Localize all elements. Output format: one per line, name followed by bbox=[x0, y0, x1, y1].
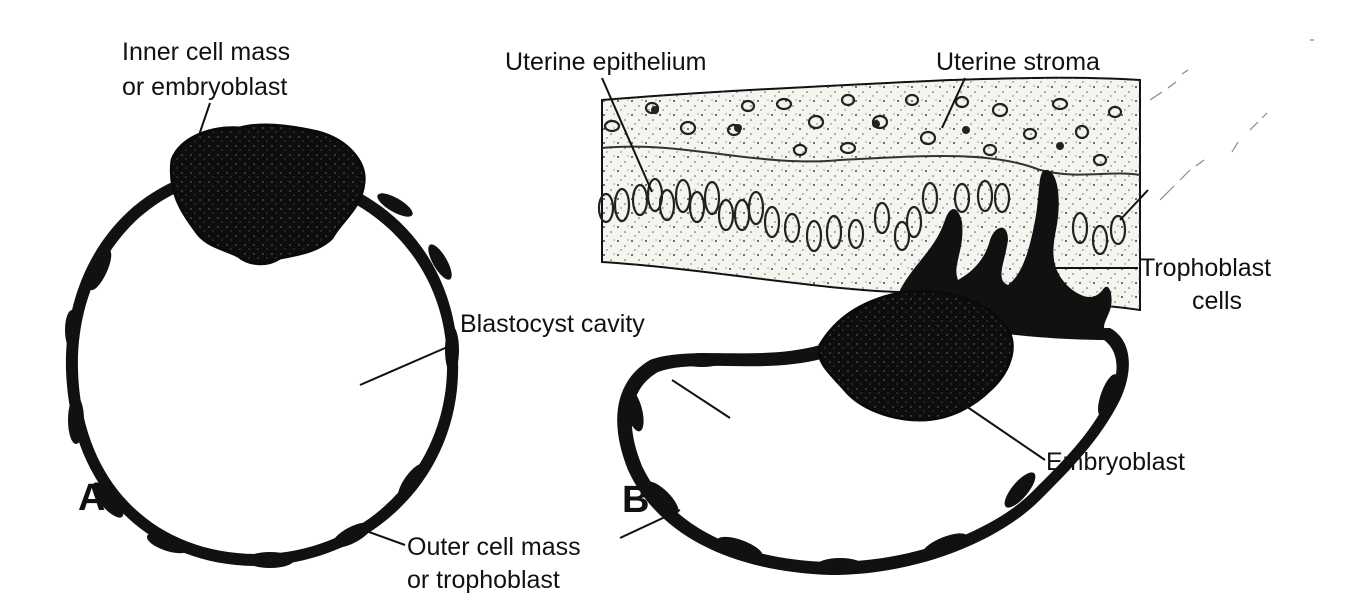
trophoblast-ring-a bbox=[65, 164, 459, 568]
label-outer-cell-mass-1: Outer cell mass bbox=[407, 533, 581, 561]
epithelial-cells bbox=[597, 177, 1127, 256]
leader-inner-cell-mass bbox=[197, 102, 211, 139]
leader-uterine-epithelium bbox=[601, 77, 653, 193]
leader-blastocyst-cavity bbox=[359, 344, 453, 386]
label-outer-cell-mass-2: or trophoblast bbox=[407, 566, 560, 594]
leader-embryoblast bbox=[959, 401, 1046, 461]
label-trophoblast-2: cells bbox=[1192, 287, 1242, 315]
label-embryoblast: Embryoblast bbox=[1046, 448, 1185, 476]
panel-b: Uterine epithelium Uterine stroma Tropho… bbox=[505, 48, 1271, 575]
leader-outer-cell-mass-b bbox=[619, 509, 681, 539]
label-uterine-stroma: Uterine stroma bbox=[936, 48, 1100, 76]
leader-outer-cell-mass bbox=[357, 527, 406, 546]
epithelium-boundary bbox=[601, 145, 1141, 176]
leader-uterine-stroma bbox=[941, 77, 966, 129]
panel-letter-a: A bbox=[78, 477, 105, 519]
trophoblast-invasion bbox=[900, 170, 1112, 334]
label-trophoblast-1: Trophoblast bbox=[1140, 254, 1271, 282]
panel-letter-b: B bbox=[622, 479, 649, 521]
label-inner-cell-mass-2: or embryoblast bbox=[122, 73, 287, 101]
label-blastocyst-cavity: Blastocyst cavity bbox=[460, 310, 645, 338]
scan-marks bbox=[1149, 39, 1314, 201]
inner-cell-mass-a bbox=[169, 123, 366, 266]
trophoblast-wall-b bbox=[617, 300, 1129, 575]
label-uterine-epithelium: Uterine epithelium bbox=[505, 48, 707, 76]
leader-trophoblast-2 bbox=[1119, 189, 1149, 221]
embryoblast-b bbox=[817, 289, 1014, 422]
stroma-cells bbox=[603, 93, 1123, 167]
panel-a: Inner cell mass or embryoblast Blastocys… bbox=[65, 38, 645, 594]
label-inner-cell-mass-1: Inner cell mass bbox=[122, 38, 290, 66]
leader-blastocyst-cavity-b bbox=[671, 379, 731, 419]
